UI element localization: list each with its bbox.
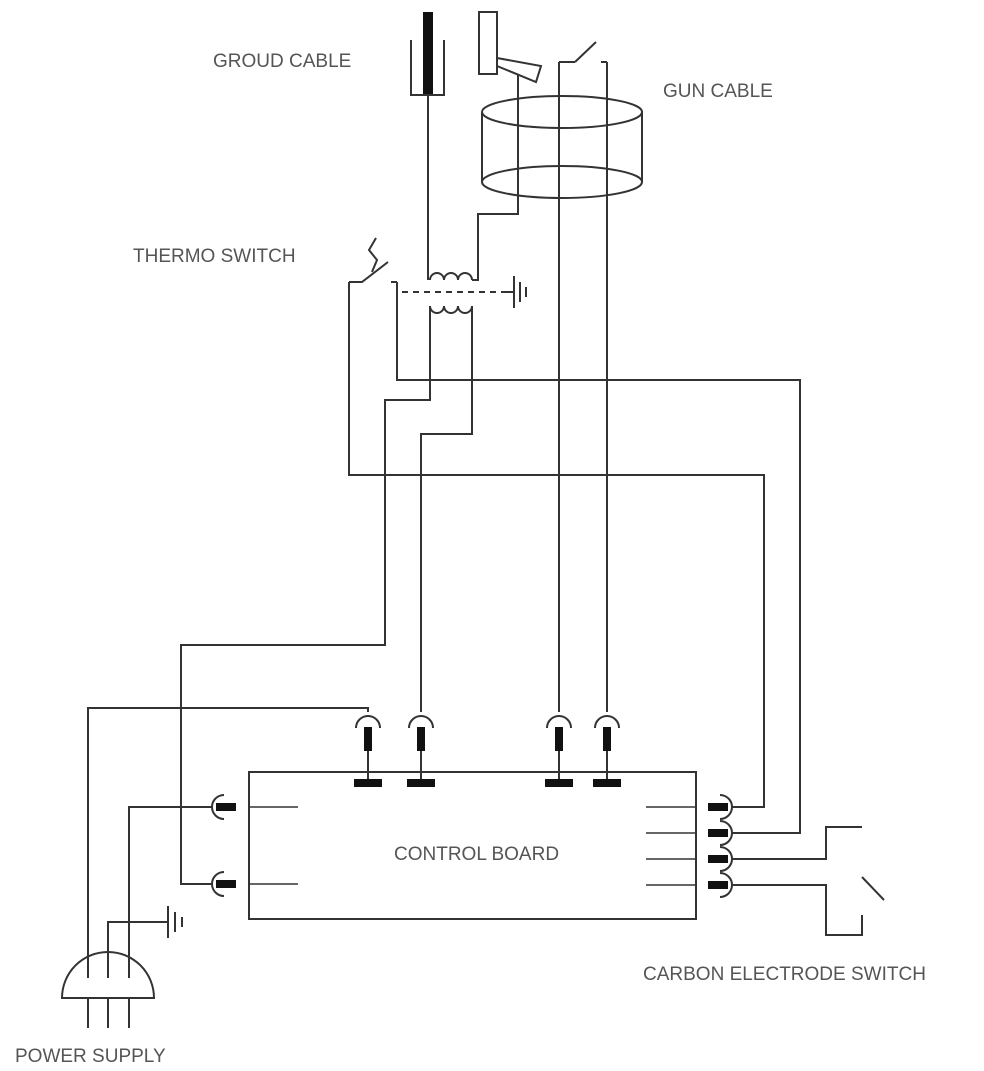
thermo-switch-icon xyxy=(349,237,397,283)
label-gun-cable: GUN CABLE xyxy=(663,81,773,102)
gun-cable-cylinder-icon xyxy=(481,95,643,199)
board-traces xyxy=(249,806,696,886)
right-connector xyxy=(708,846,733,872)
label-carbon-electrode-switch: CARBON ELECTRODE SWITCH xyxy=(643,964,926,985)
right-connector xyxy=(708,872,733,898)
wiring xyxy=(87,62,885,978)
right-connector xyxy=(708,820,733,846)
supply-ground-icon xyxy=(167,906,183,938)
ground-symbol-icon xyxy=(502,276,527,308)
left-connector xyxy=(211,794,236,820)
top-connector xyxy=(407,715,435,787)
power-plug-icon xyxy=(60,951,156,1028)
gun-torch-icon xyxy=(478,11,543,84)
label-power-supply: POWER SUPPLY xyxy=(15,1046,166,1067)
label-control-board: CONTROL BOARD xyxy=(394,844,559,865)
right-connector xyxy=(708,794,733,820)
label-ground-cable: GROUD CABLE xyxy=(213,51,351,72)
label-thermo-switch: THERMO SWITCH xyxy=(133,246,296,267)
ground-clamp-icon xyxy=(410,12,445,96)
top-connector xyxy=(545,715,573,787)
left-connector xyxy=(211,871,236,897)
top-connector xyxy=(354,715,382,787)
top-connector xyxy=(593,715,621,787)
transformer-icon xyxy=(402,272,502,314)
gun-trigger-switch-icon xyxy=(559,41,607,63)
control-board-box xyxy=(248,771,697,920)
